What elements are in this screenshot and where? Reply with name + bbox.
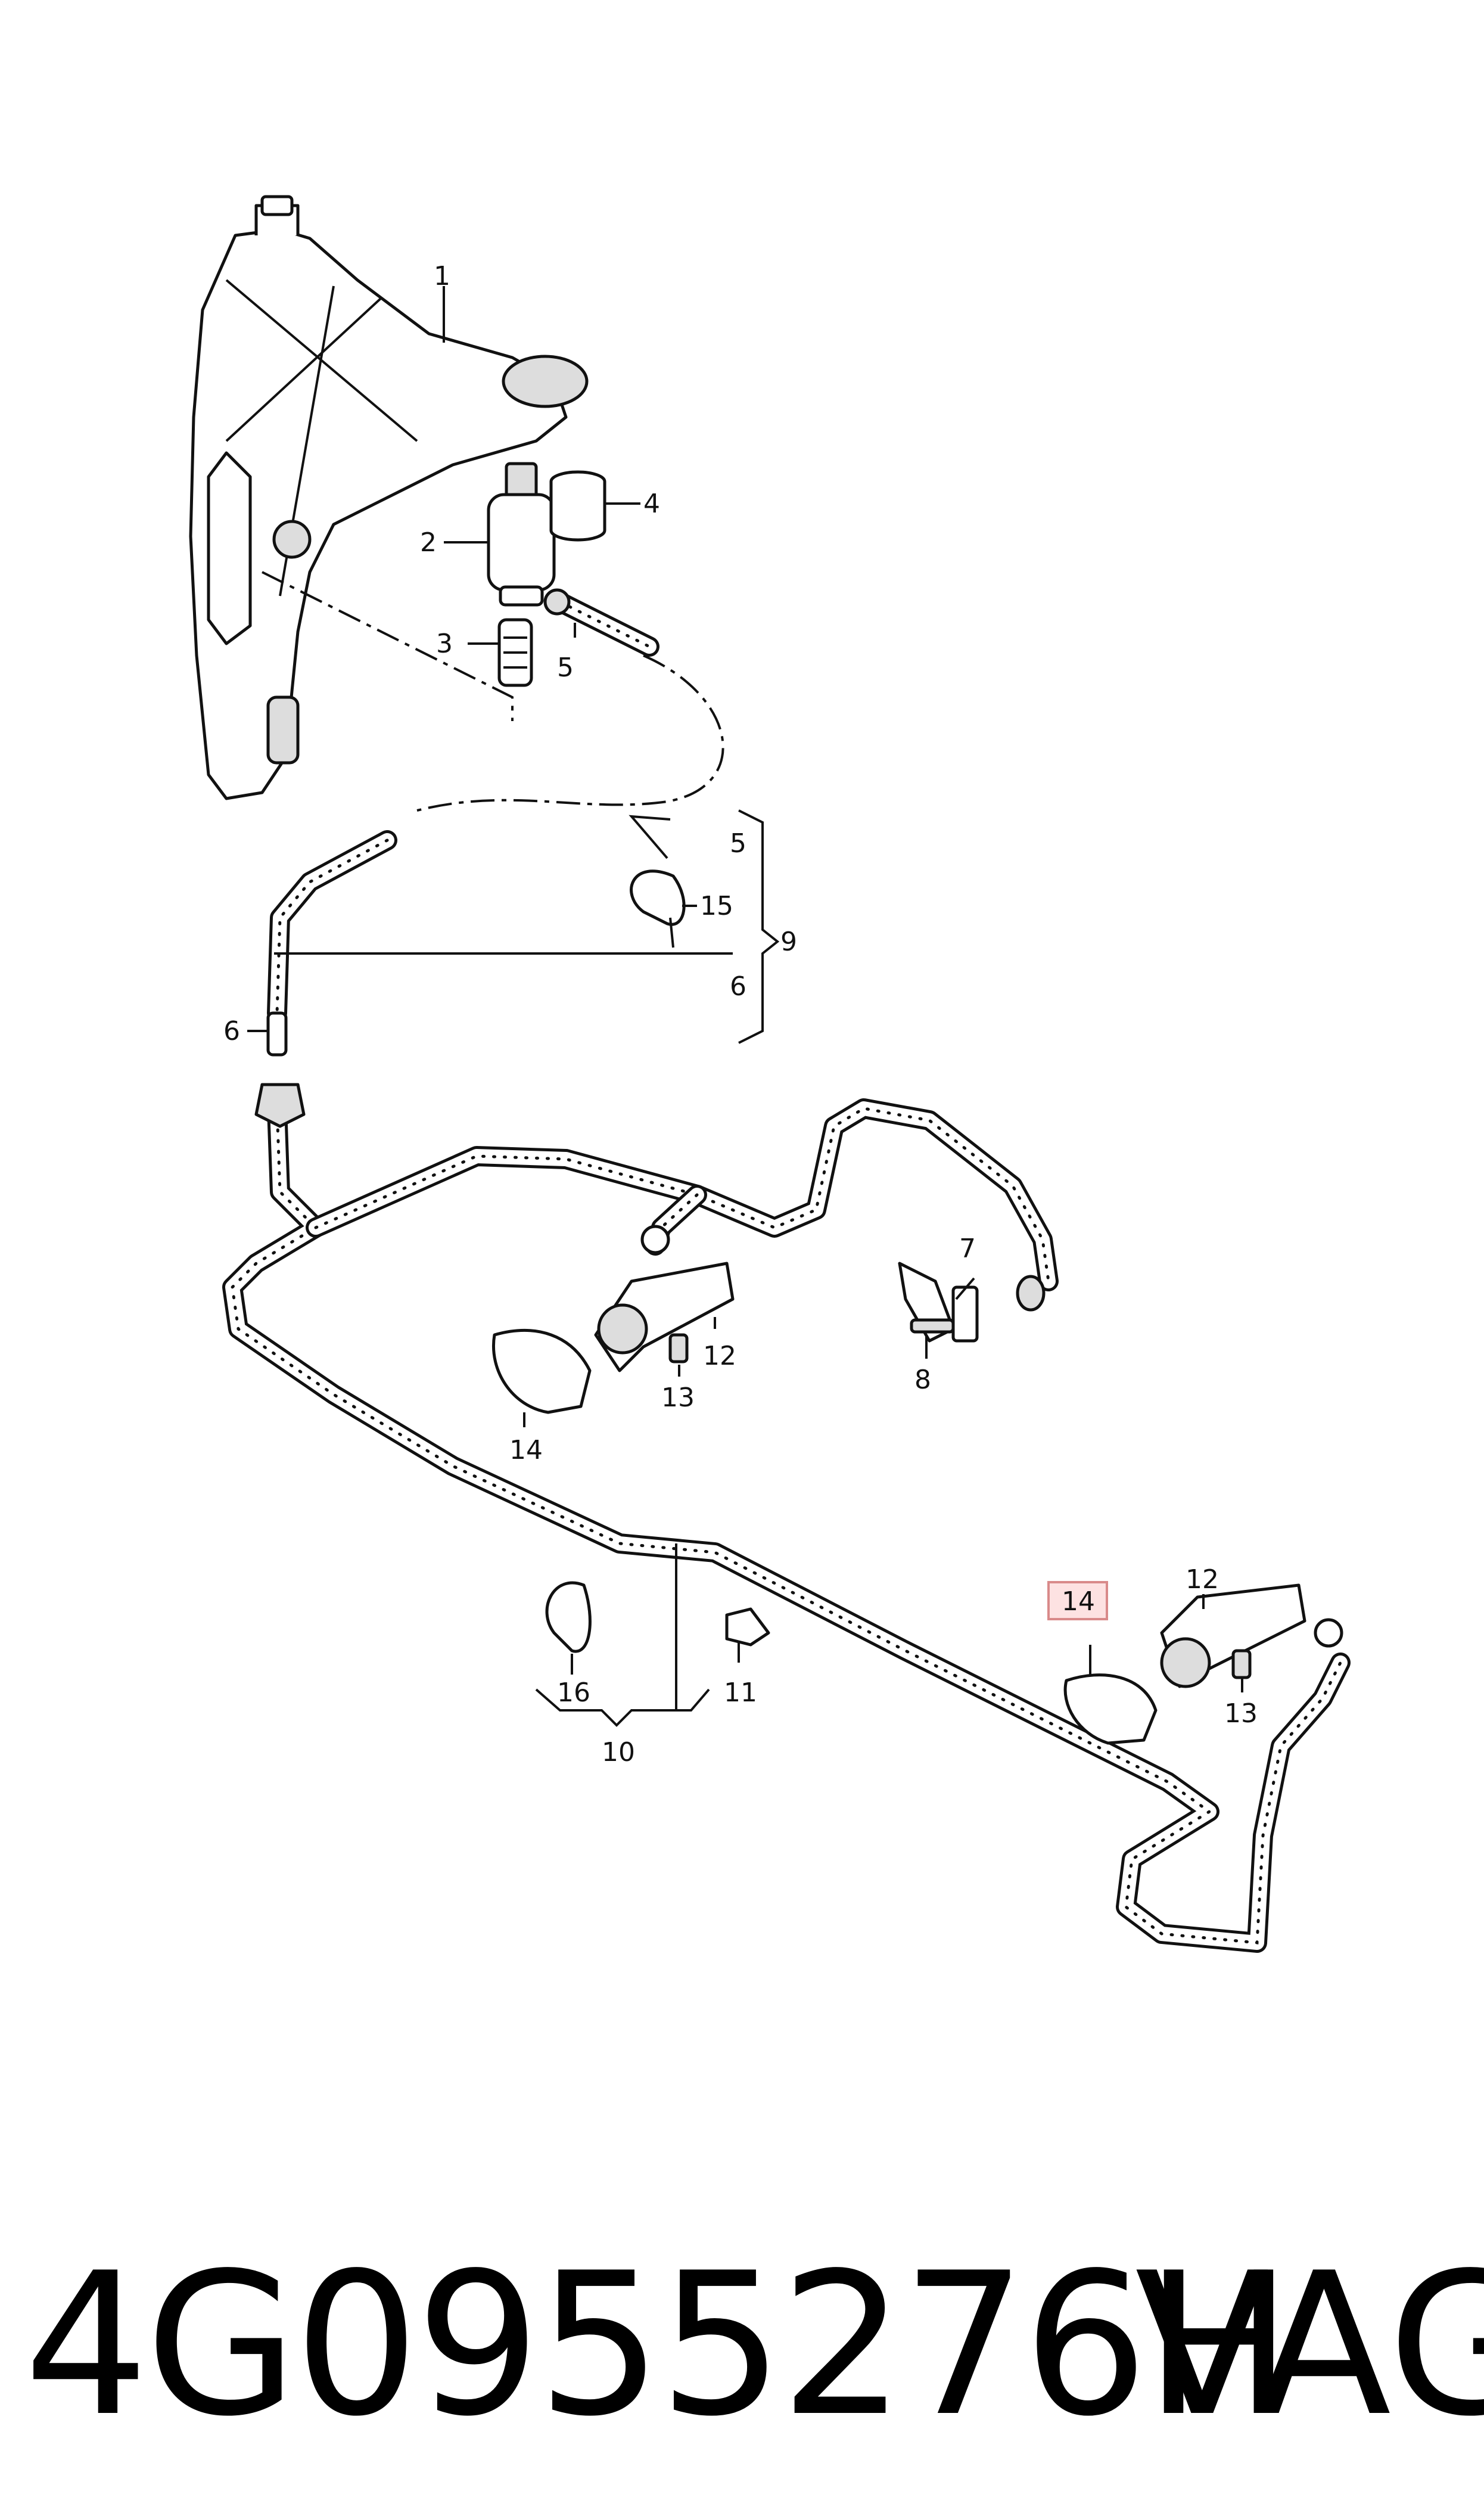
callout-7: 7 bbox=[959, 1234, 976, 1264]
cable-tie-small bbox=[545, 1581, 592, 1653]
lower-hose bbox=[222, 1083, 1351, 1953]
callout-15: 15 bbox=[700, 891, 733, 921]
callout-14-left: 14 bbox=[509, 1435, 543, 1465]
callout-12-left: 12 bbox=[703, 1341, 736, 1371]
grommet bbox=[549, 470, 606, 542]
filter bbox=[497, 618, 533, 687]
callout-14-right: 14 bbox=[1062, 1586, 1095, 1617]
right-washer-nozzle bbox=[1063, 1583, 1343, 1745]
washer-reservoir bbox=[189, 195, 589, 800]
part-number: 4G0955276H bbox=[24, 2231, 1293, 2459]
callout-2: 2 bbox=[420, 527, 437, 558]
leader-lines bbox=[247, 286, 1243, 1727]
nozzle-bracket bbox=[898, 1262, 1046, 1343]
cable-tie bbox=[630, 869, 686, 948]
callout-3: 3 bbox=[436, 629, 453, 659]
callout-1: 1 bbox=[434, 261, 450, 291]
callout-4: 4 bbox=[643, 489, 660, 519]
callout-10: 10 bbox=[602, 1737, 635, 1768]
assembly-line bbox=[416, 654, 724, 812]
callout-5-upper: 5 bbox=[557, 653, 574, 683]
callout-6-end: 6 bbox=[223, 1016, 240, 1046]
callout-11: 11 bbox=[724, 1678, 757, 1708]
callout-labels: 1 2 3 4 5 5 15 9 6 6 7 8 12 13 14 12 14 … bbox=[223, 261, 1258, 1768]
callout-12-right: 12 bbox=[1186, 1564, 1219, 1595]
callout-8: 8 bbox=[914, 1365, 931, 1395]
washer-pump bbox=[487, 462, 556, 607]
hose-clip bbox=[725, 1607, 770, 1647]
callout-5-bracket: 5 bbox=[730, 828, 746, 859]
left-washer-nozzle bbox=[492, 1225, 735, 1414]
callout-6-bracket: 6 bbox=[730, 971, 746, 1002]
callout-13-left: 13 bbox=[661, 1383, 695, 1413]
brand-label: VAG bbox=[1135, 2231, 1484, 2459]
assembly-line bbox=[262, 571, 514, 721]
callout-13-right: 13 bbox=[1224, 1698, 1258, 1729]
callout-16: 16 bbox=[557, 1678, 590, 1708]
upper-hose bbox=[266, 588, 659, 1057]
callout-9: 9 bbox=[780, 927, 797, 957]
highlight-box bbox=[1047, 1581, 1108, 1620]
